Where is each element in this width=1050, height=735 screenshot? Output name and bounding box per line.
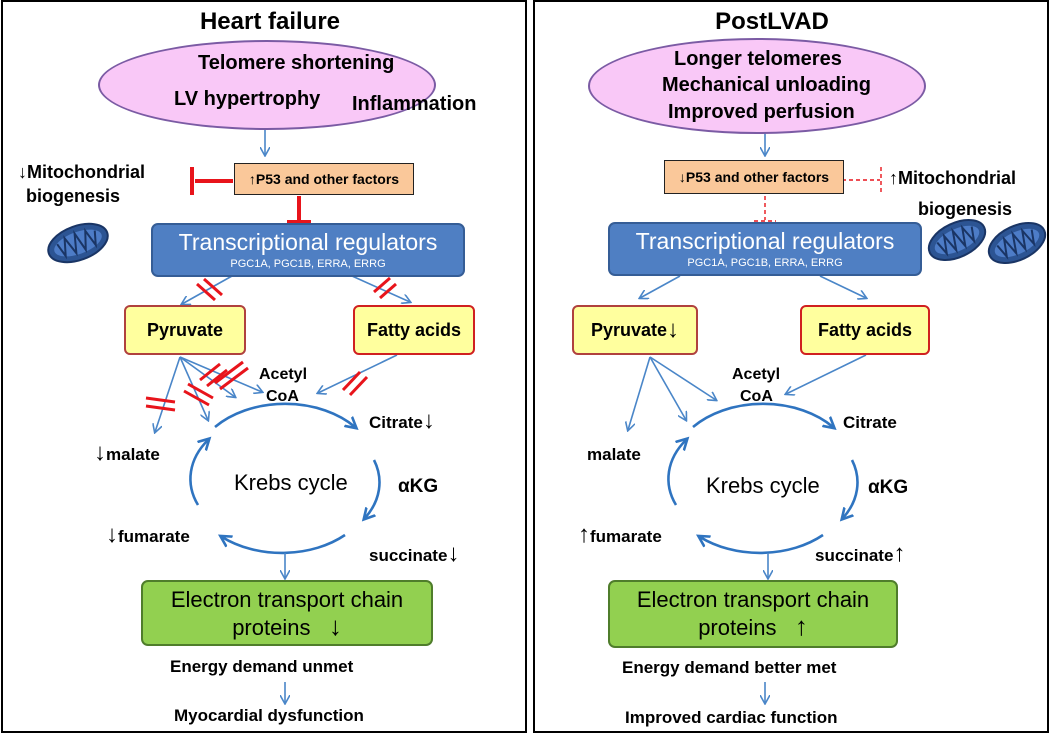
right-fumarate-label: fumarate [590, 527, 662, 546]
cause-inflammation: Inflammation [352, 93, 477, 115]
left-fumarate: ↓fumarate [106, 521, 190, 549]
cause-improved-perfusion: Improved perfusion [668, 101, 855, 123]
left-fumarate-label: fumarate [118, 527, 190, 546]
right-fatty-acids-box: Fatty acids [800, 305, 930, 355]
right-energy: Energy demand better met [622, 658, 837, 677]
right-etc-line2: proteins ↑ [698, 611, 808, 641]
left-outcome: Myocardial dysfunction [174, 706, 364, 725]
right-fumarate: ↑fumarate [578, 521, 662, 549]
inhibit-p53-mito [190, 167, 233, 195]
right-outcome: Improved cardiac function [625, 708, 838, 727]
right-malate: malate [587, 445, 641, 464]
right-acetyl: Acetyl [732, 366, 781, 383]
right-succinate-label: succinate [815, 546, 894, 565]
left-transcriptional-regulators: Transcriptional regulators PGC1A, PGC1B,… [151, 223, 465, 277]
left-treg-title: Transcriptional regulators [178, 229, 438, 255]
left-succinate: succinate↓ [369, 540, 459, 568]
right-etc-arrow: ↑ [794, 611, 808, 641]
left-treg-genes: PGC1A, PGC1B, ERRA, ERRG [230, 258, 386, 270]
left-panel [1, 0, 527, 733]
left-akg: αKG [398, 476, 439, 497]
right-pyruvate-label: Pyruvate [590, 319, 668, 340]
right-pyruvate-arrow: ↓ [667, 316, 680, 343]
left-pyruvate-box: Pyruvate [124, 305, 246, 355]
left-citrate-label: Citrate [369, 413, 423, 432]
left-energy: Energy demand unmet [170, 657, 354, 676]
weak-inhibit-p53-treg [754, 196, 776, 222]
right-succinate-arrow: ↑ [893, 540, 906, 567]
right-mito-label-1: ↑Mitochondrial [889, 168, 1016, 188]
right-krebs-label: Krebs cycle [706, 473, 820, 498]
left-malate: ↓malate [94, 439, 160, 467]
arrow-treg-fatty [351, 275, 410, 302]
block-marks-treg [196, 276, 397, 302]
left-citrate-arrow: ↓ [422, 407, 435, 434]
right-akg: αKG [868, 477, 909, 498]
left-etc-line2: proteins ↓ [232, 611, 342, 641]
inhibit-p53-treg [287, 196, 311, 224]
left-malate-arrow: ↓ [94, 439, 106, 466]
right-transcriptional-regulators: Transcriptional regulators PGC1A, PGC1B,… [608, 222, 922, 276]
left-etc-arrow: ↓ [328, 611, 342, 641]
left-title: Heart failure [199, 8, 341, 35]
left-p53-box: ↑P53 and other factors [234, 163, 414, 195]
block-marks-pyruvate [145, 360, 369, 412]
left-causes-ellipse [98, 40, 436, 130]
left-coa: CoA [266, 388, 299, 405]
arrow-treg-pyruvate-right [640, 275, 681, 298]
right-succinate: succinate↑ [815, 540, 905, 568]
arrow-treg-fatty-right [819, 275, 866, 298]
left-krebs-label: Krebs cycle [234, 470, 348, 495]
right-causes-ellipse [588, 38, 926, 134]
left-fatty-acids-box: Fatty acids [353, 305, 475, 355]
right-pyruvate-box: Pyruvate↓ [572, 305, 698, 355]
mitochondrion-icon [927, 219, 987, 261]
arrow-fatty-acetyl-right [786, 354, 867, 394]
left-succinate-arrow: ↓ [447, 540, 460, 567]
right-p53-box: ↓P53 and other factors [664, 160, 844, 194]
right-fumarate-arrow: ↑ [578, 521, 590, 548]
right-citrate: Citrate [843, 413, 897, 432]
mitochondrion-icon [47, 222, 109, 264]
krebs-cycle-left [189, 402, 381, 555]
cause-lv-hypertrophy: LV hypertrophy [174, 88, 321, 110]
right-title: PostLVAD [715, 8, 829, 35]
right-treg-title: Transcriptional regulators [635, 228, 895, 254]
right-mito-label-2: biogenesis [918, 199, 1013, 219]
left-succinate-label: succinate [369, 546, 448, 565]
left-etc-line1: Electron transport chain [170, 587, 404, 612]
left-mito-label-1: ↓Mitochondrial [18, 162, 145, 182]
arrows-pyruvate-fan-right [628, 356, 716, 430]
left-acetyl: Acetyl [259, 366, 308, 383]
left-fumarate-arrow: ↓ [106, 521, 118, 548]
arrows-pyruvate-fan [155, 356, 262, 432]
left-malate-label: malate [106, 445, 160, 464]
cause-longer-telomeres: Longer telomeres [674, 48, 842, 70]
krebs-cycle-right [667, 402, 859, 555]
left-etc-box: Electron transport chain proteins ↓ [141, 580, 433, 646]
right-panel [533, 0, 1049, 733]
cause-telomere: Telomere shortening [198, 52, 395, 74]
right-etc-box: Electron transport chain proteins ↑ [608, 580, 898, 648]
left-mito-label-2: biogenesis [26, 186, 121, 206]
mitochondrion-icon [987, 222, 1047, 264]
right-coa: CoA [740, 388, 773, 405]
left-citrate: Citrate↓ [369, 407, 435, 435]
weak-inhibit-p53-mito [842, 167, 882, 193]
arrow-treg-pyruvate [182, 275, 233, 304]
cause-mechanical-unloading: Mechanical unloading [662, 74, 871, 96]
right-treg-genes: PGC1A, PGC1B, ERRA, ERRG [687, 257, 843, 269]
right-etc-line1: Electron transport chain [636, 587, 870, 612]
